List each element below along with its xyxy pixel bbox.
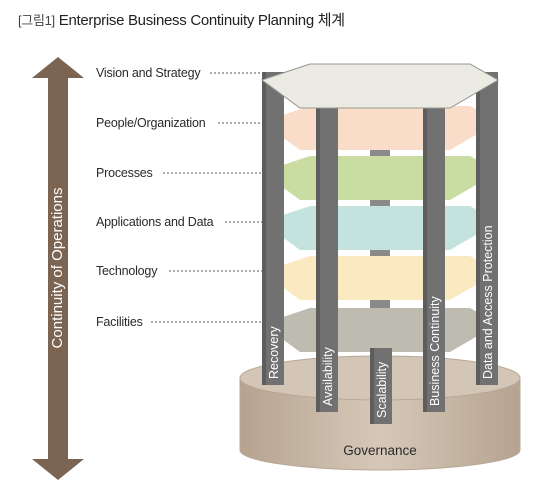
pillar-label: Availability xyxy=(321,346,335,406)
layer-label-people: People/Organization xyxy=(96,116,206,130)
pillar-shape xyxy=(423,100,445,412)
front-pillars: Recovery Availability Scalability Business … xyxy=(260,63,499,424)
pillar-shadow xyxy=(370,348,374,424)
pillar-shape xyxy=(370,348,392,424)
pillar-shadow xyxy=(262,72,266,385)
layer-label-facilities: Facilities xyxy=(96,315,143,329)
continuity-arrow: Continuity of Operations xyxy=(32,57,84,480)
caption-prefix: [그림1] xyxy=(18,13,55,28)
pillar-4: Business Continuity xyxy=(423,100,445,412)
pillar-shape xyxy=(316,100,338,412)
pillar-shadow xyxy=(316,100,320,412)
caption-title: Enterprise Business Continuity Planning … xyxy=(58,12,345,29)
pillar-label: Data and Access Protection xyxy=(481,225,495,379)
pillar-1: Recovery xyxy=(262,72,284,385)
continuity-arrow-shape xyxy=(32,57,84,480)
top-cap xyxy=(260,63,499,109)
floor-2 xyxy=(262,106,498,150)
floor-6 xyxy=(262,308,498,352)
floor-4 xyxy=(262,206,498,250)
pillar-shape xyxy=(262,72,284,385)
pillar-label: Recovery xyxy=(267,325,281,379)
pillar-shadow xyxy=(423,100,427,412)
governance-label: Governance xyxy=(343,443,417,458)
figure-caption: [그림1] Enterprise Business Continuity Pla… xyxy=(18,9,345,30)
leader-lines xyxy=(151,72,262,323)
layer-label-vision: Vision and Strategy xyxy=(96,66,201,80)
layer-label-technology: Technology xyxy=(96,264,158,278)
pillar-label: Scalability xyxy=(375,361,389,418)
pillar-label: Business Continuity xyxy=(428,295,442,406)
pillar-shape xyxy=(476,72,498,385)
floor-5 xyxy=(262,256,498,300)
pillar-2: Availability xyxy=(316,100,338,412)
layer-label-applications: Applications and Data xyxy=(96,215,214,229)
layer-label-processes: Processes xyxy=(96,166,153,180)
pillar-3: Scalability xyxy=(370,348,392,424)
continuity-arrow-label: Continuity of Operations xyxy=(49,188,66,349)
pillar-5: Data and Access Protection xyxy=(476,72,498,385)
floor-3 xyxy=(262,156,498,200)
pillar-shadow xyxy=(476,72,480,385)
